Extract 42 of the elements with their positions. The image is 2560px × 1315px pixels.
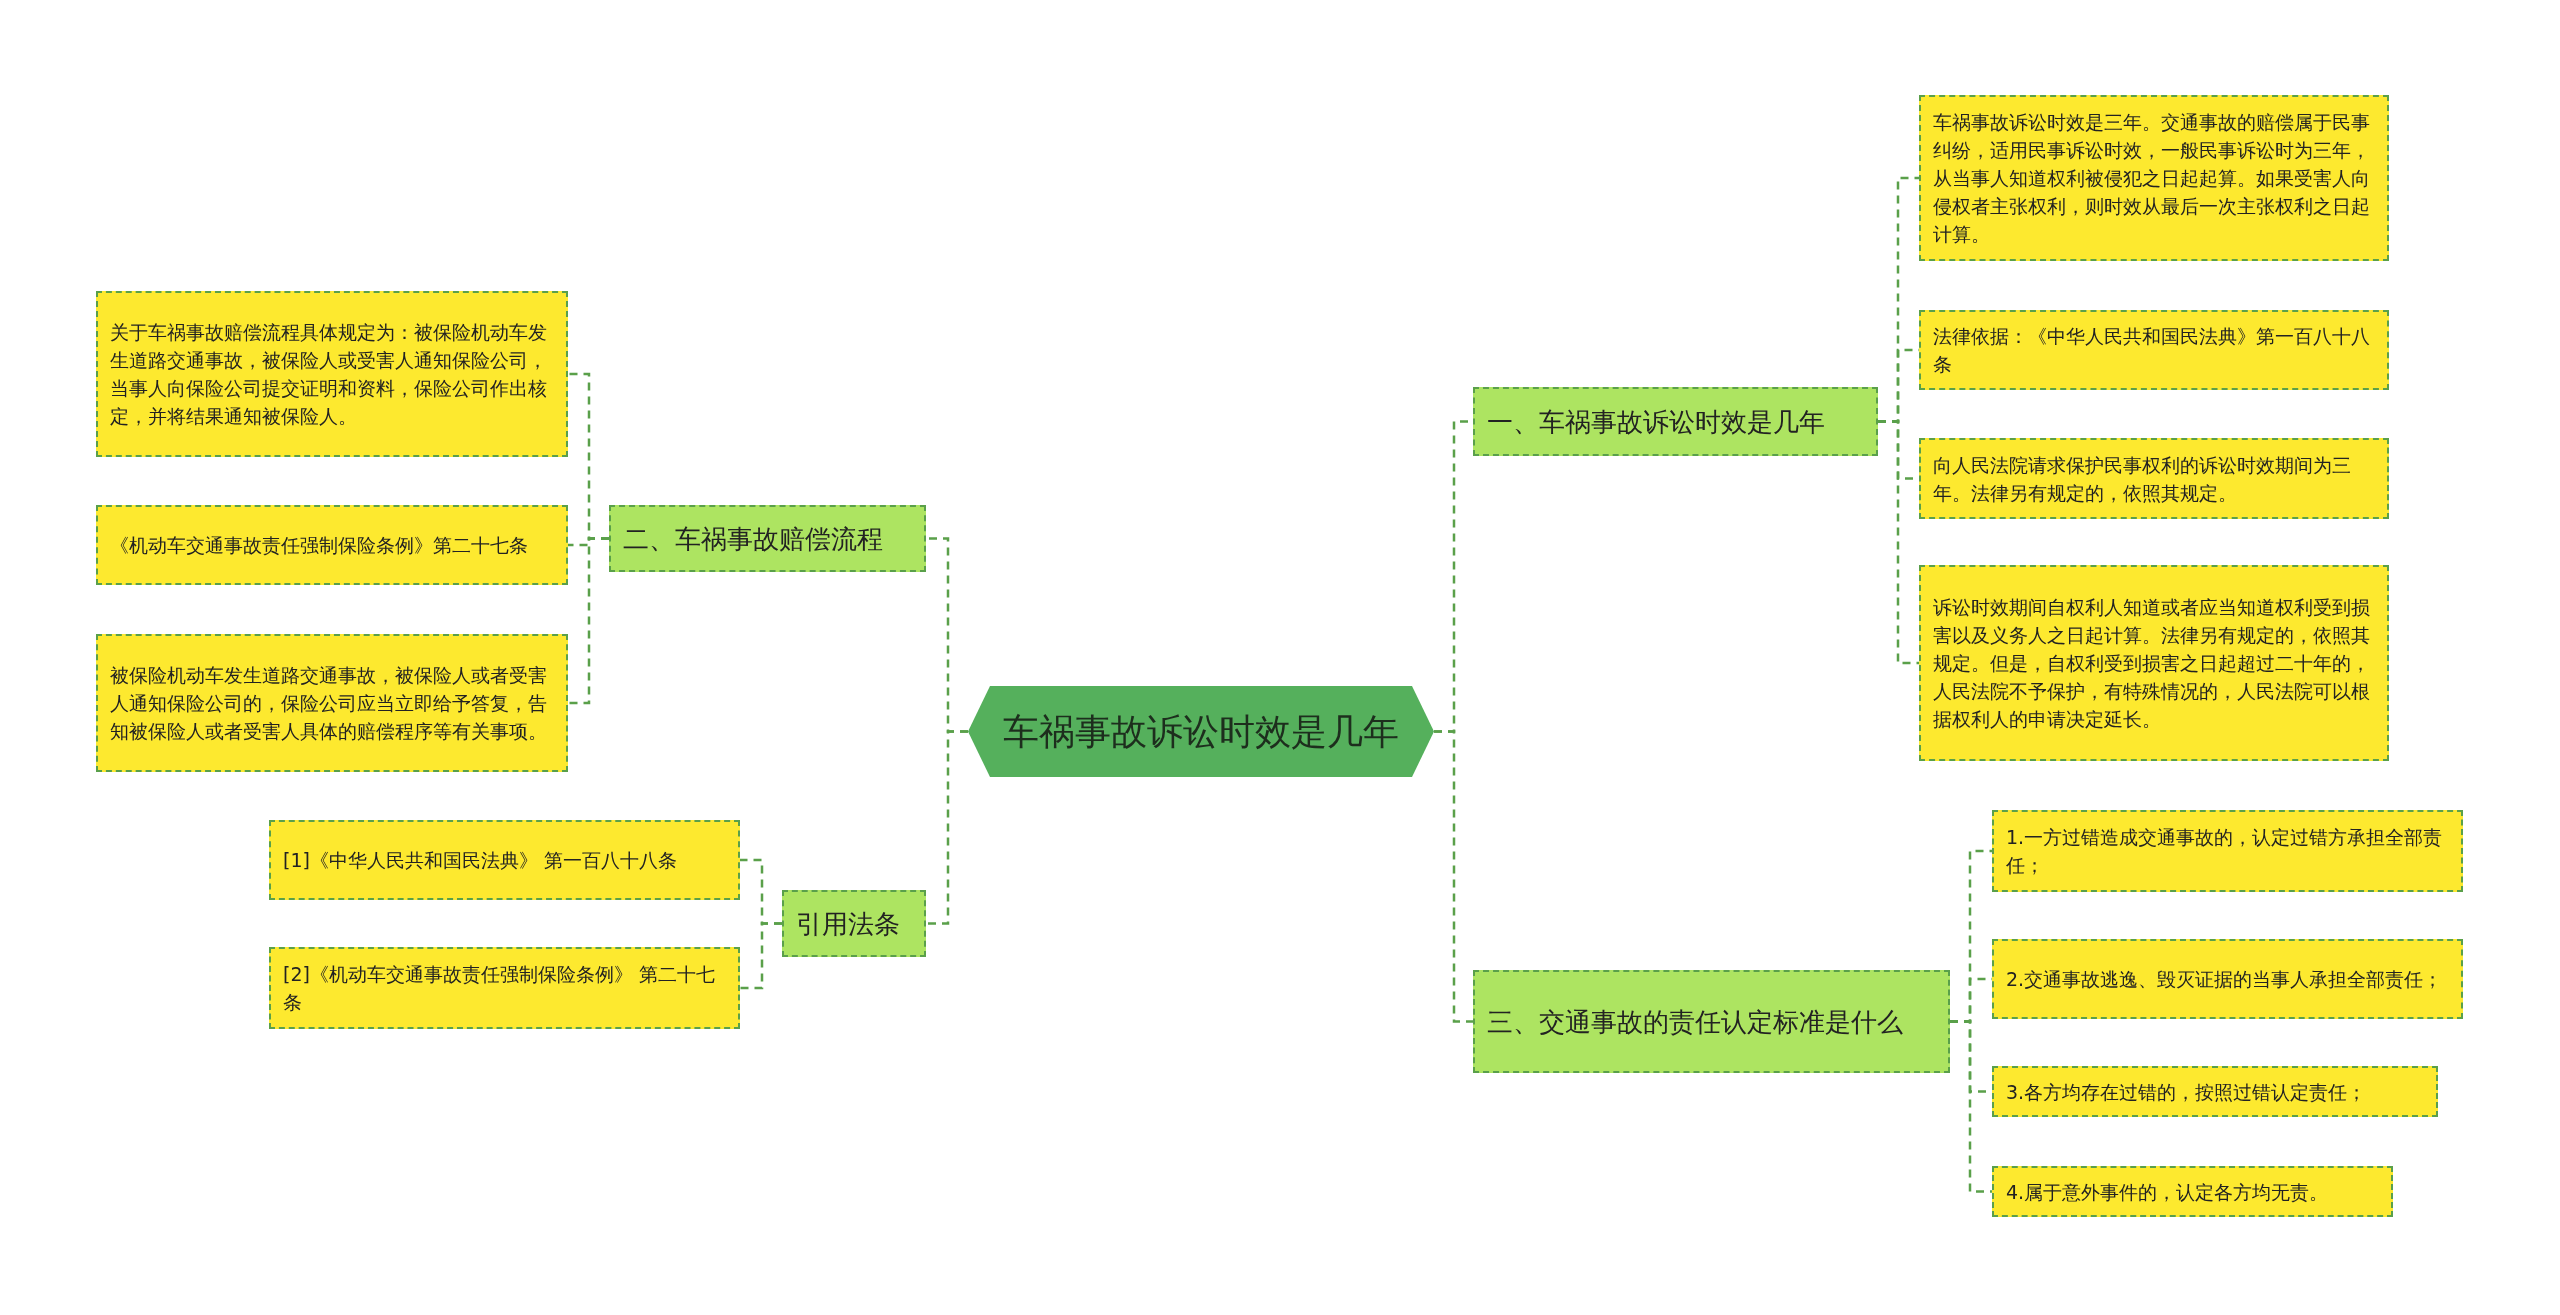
note-text: 向人民法院请求保护民事权利的诉讼时效期间为三年。法律另有规定的，依照其规定。 bbox=[1933, 452, 2352, 506]
connector-line bbox=[1950, 1020, 1992, 1193]
topic-title: 车祸事故诉讼时效是几年 bbox=[1003, 710, 1399, 754]
connector-line bbox=[1878, 420, 1919, 665]
note-text: [1]《中华人民共和国民法典》 第一百八十八条 bbox=[283, 848, 678, 873]
note-box bbox=[1919, 438, 2389, 519]
note-box bbox=[96, 505, 568, 585]
note-box bbox=[1992, 939, 2463, 1019]
note-text: 4.属于意外事件的，认定各方均无责。 bbox=[2006, 1179, 2330, 1205]
note-box bbox=[269, 947, 740, 1029]
note-box bbox=[1919, 310, 2389, 390]
branch-title: 一、车祸事故诉讼时效是几年 bbox=[1487, 405, 1826, 439]
note-text: [2]《机动车交通事故责任强制保险条例》 第二十七条 bbox=[283, 962, 716, 1015]
note-box bbox=[1919, 95, 2389, 261]
connector-line bbox=[926, 730, 968, 925]
branch-box bbox=[609, 505, 926, 572]
branch-title: 引用法条 bbox=[796, 907, 901, 941]
note-text: 车祸事故诉讼时效是三年。交通事故的赔偿属于民事纠纷，适用民事诉讼时效，一般民事诉讼时为三年，从当事人知道权利被侵犯之日起起算。如果受害人向侵权者主张权利，则时效从最后一次主张权利之日起计算。 bbox=[1933, 110, 2371, 247]
connector-line bbox=[1434, 730, 1473, 1023]
connector-line bbox=[740, 922, 782, 990]
note-box bbox=[96, 291, 568, 457]
branch-title: 二、车祸事故赔偿流程 bbox=[623, 522, 884, 556]
note-box bbox=[1992, 1066, 2438, 1117]
branch-title: 三、交通事故的责任认定标准是什么 bbox=[1487, 1005, 1904, 1039]
branch-box bbox=[1473, 970, 1950, 1073]
note-box bbox=[96, 634, 568, 772]
note-text: 被保险机动车发生道路交通事故，被保险人或者受害人通知保险公司的，保险公司应当立即给予答复，告知被保险人或者受害人具体的赔偿程序等有关事项。 bbox=[110, 663, 548, 744]
note-box bbox=[1919, 565, 2389, 761]
note-text: 《机动车交通事故责任强制保险条例》第二十七条 bbox=[110, 533, 529, 558]
note-text: 2.交通事故逃逸、毁灭证据的当事人承担全部责任； bbox=[2006, 967, 2444, 992]
branch-box bbox=[1473, 387, 1878, 456]
note-text: 诉讼时效期间自权利人知道或者应当知道权利受到损害以及义务人之日起计算。法律另有规定的，依照其规定。但是，自权利受到损害之日起超过二十年的，人民法院不予保护，有特殊情况的，人民法院可以根据权利人的申请决定延长。 bbox=[1933, 595, 2371, 732]
note-text: 3.各方均存在过错的，按照过错认定责任； bbox=[2006, 1079, 2368, 1105]
note-box bbox=[1992, 1166, 2393, 1217]
connector-line bbox=[568, 537, 609, 705]
branch-box bbox=[782, 890, 926, 957]
note-text: 关于车祸事故赔偿流程具体规定为：被保险机动车发生道路交通事故，被保险人或受害人通知保险公司，当事人向保险公司提交证明和资料，保险公司作出核定，并将结果通知被保险人。 bbox=[110, 320, 548, 429]
note-text: 法律依据：《中华人民共和国民法典》第一百八十八条 bbox=[1933, 324, 2371, 377]
topic-hexagon bbox=[968, 686, 1434, 777]
note-text: 1.一方过错造成交通事故的，认定过错方承担全部责任； bbox=[2006, 825, 2444, 878]
note-box bbox=[269, 820, 740, 900]
note-box bbox=[1992, 810, 2463, 892]
